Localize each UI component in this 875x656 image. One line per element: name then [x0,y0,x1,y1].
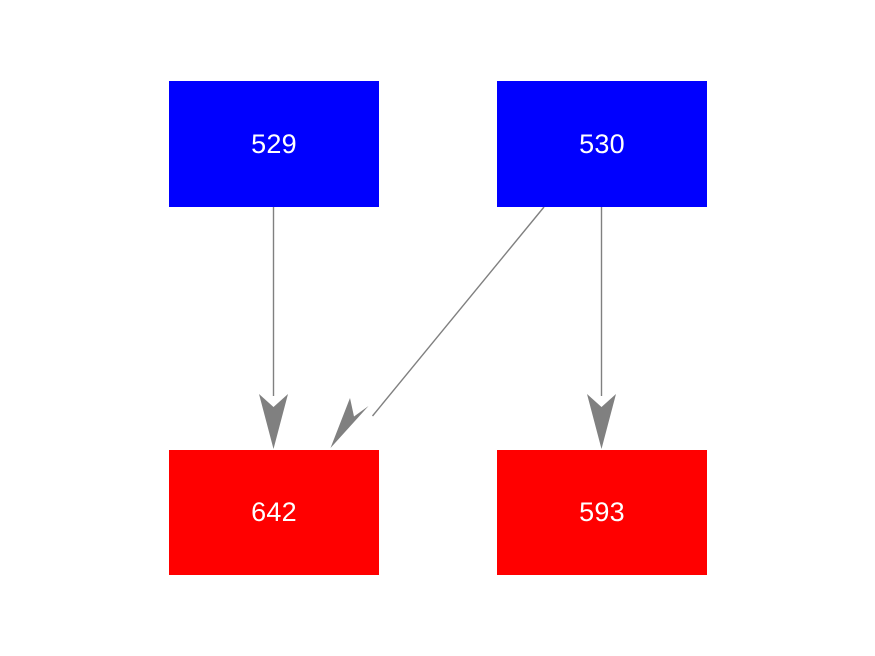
node-642[interactable]: 642 [169,450,379,575]
node-530-label: 530 [579,128,625,159]
node-593[interactable]: 593 [497,450,707,575]
edge-530-642 [330,206,545,448]
edge-530-642-line [371,206,545,417]
edge-530-642-arrowhead [330,398,369,448]
node-642-label: 642 [251,497,297,527]
node-529[interactable]: 529 [169,81,379,207]
node-529-label: 529 [251,128,297,159]
edge-530-593 [587,207,616,449]
node-530[interactable]: 530 [497,81,707,207]
edge-530-593-arrowhead [587,394,616,449]
edge-529-642 [259,207,288,449]
edge-529-642-arrowhead [259,394,288,449]
node-593-label: 593 [579,497,625,527]
